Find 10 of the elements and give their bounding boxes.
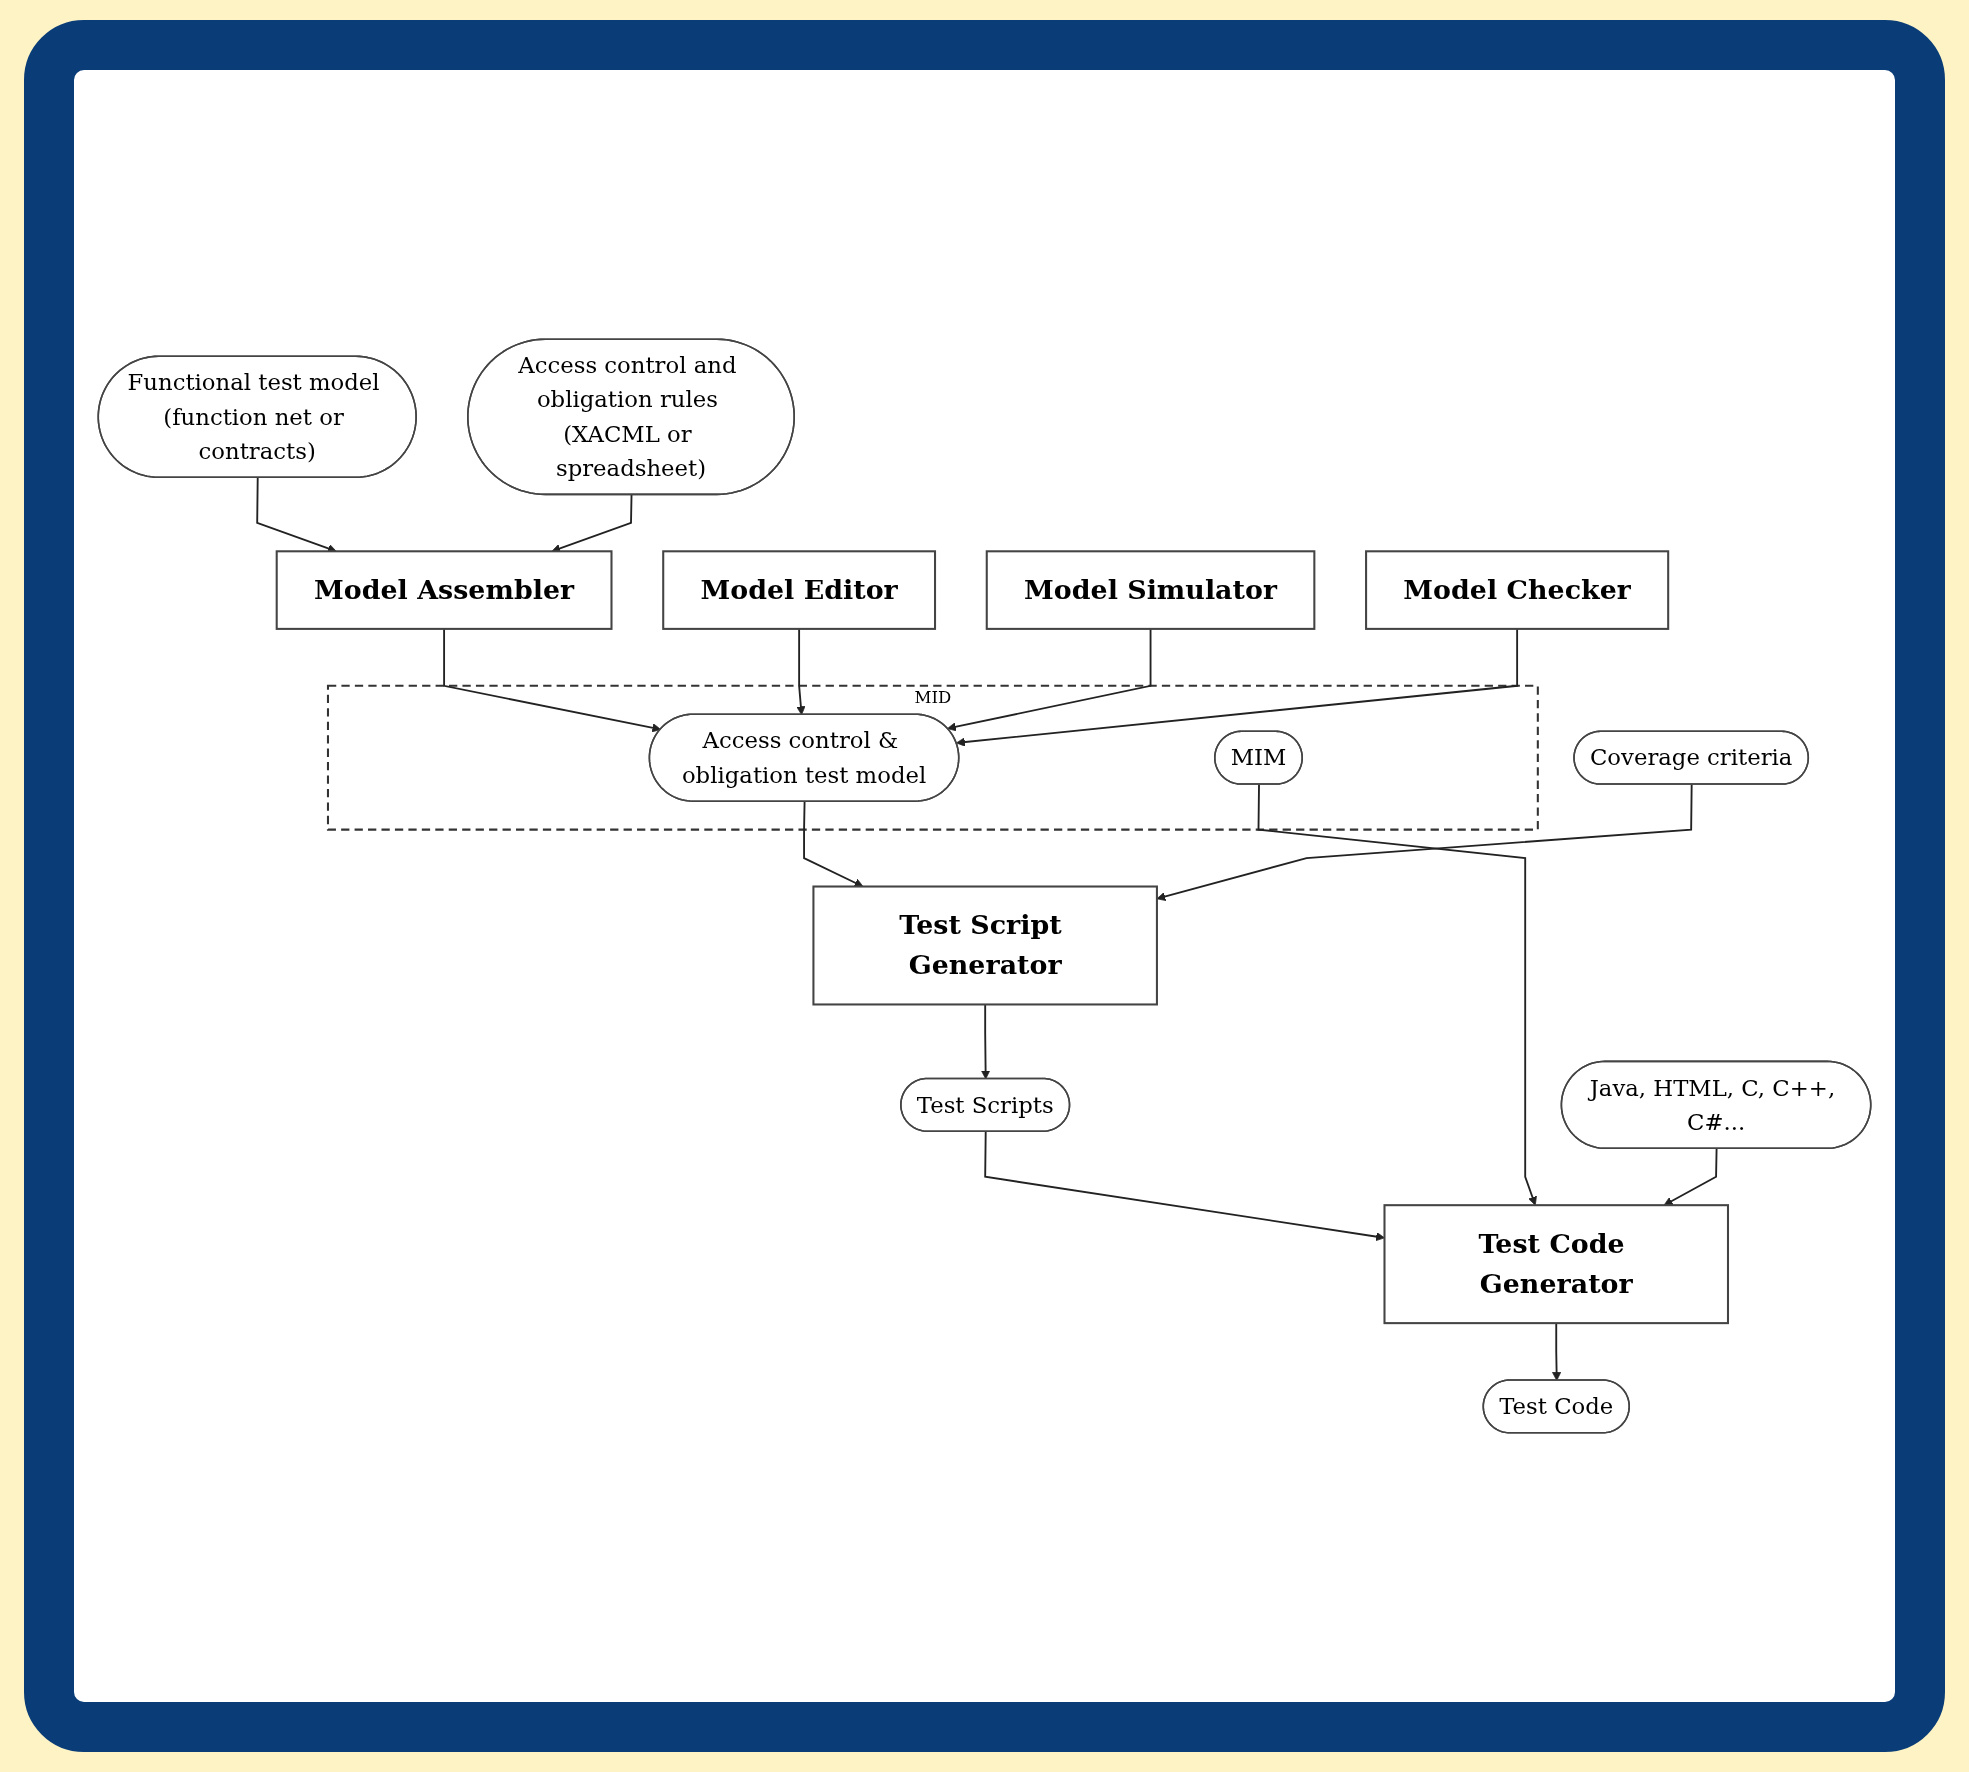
arrow — [1257, 783, 1537, 1206]
node-box: Model Simulator — [985, 550, 1316, 630]
node-box: Model Checker — [1365, 550, 1670, 630]
arrow — [1156, 783, 1693, 901]
node-box: Test Code Generator — [1383, 1204, 1730, 1325]
node-box: Model Editor — [662, 550, 937, 630]
node-box: Model Assembler — [275, 550, 613, 630]
node-box: Test Script Generator — [812, 885, 1158, 1006]
arrow — [984, 1130, 1385, 1242]
arrow — [1663, 1147, 1718, 1206]
